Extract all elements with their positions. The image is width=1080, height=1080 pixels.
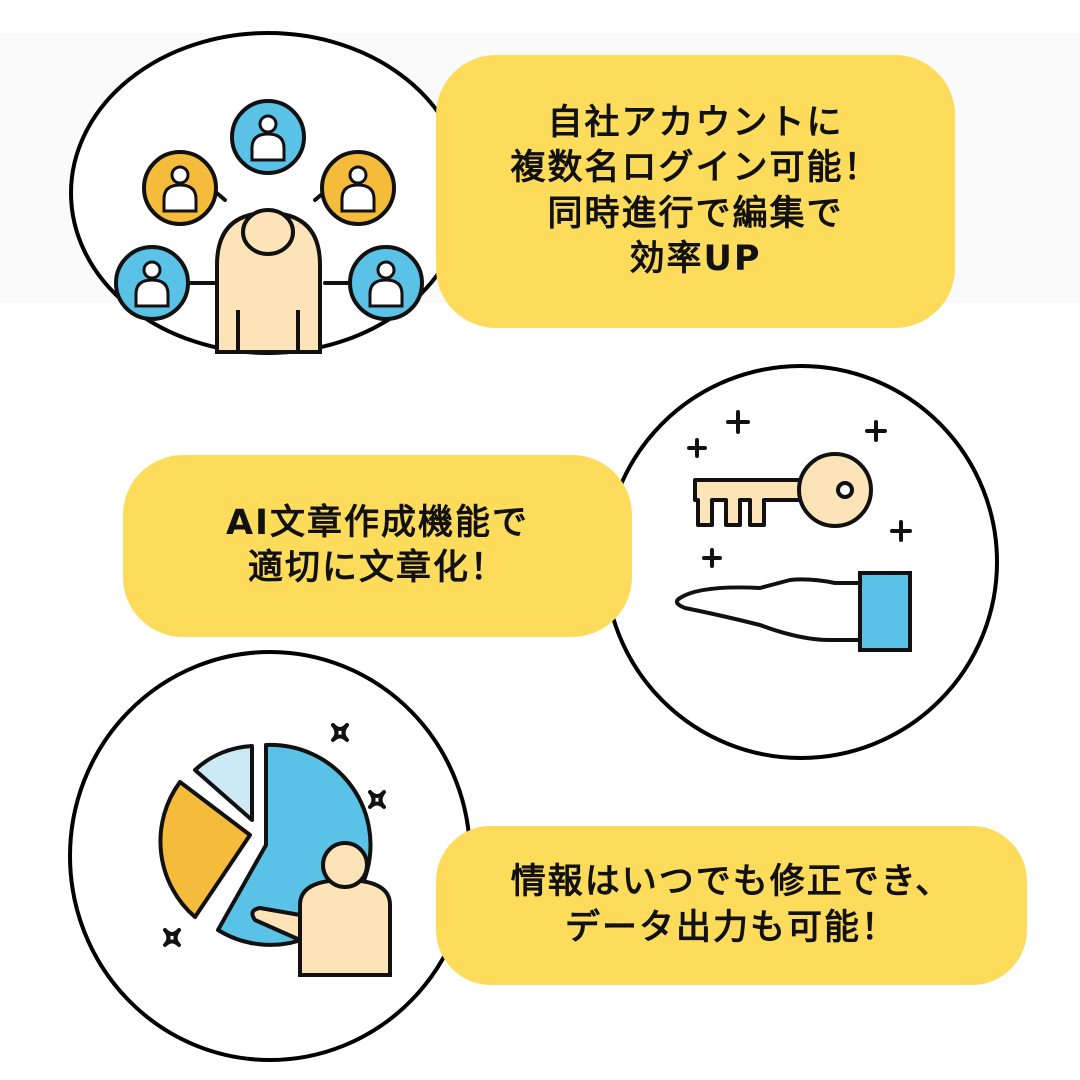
feature-text-line: AI文章作成機能で <box>225 502 530 543</box>
feature-text-line: 自社アカウントに <box>547 102 844 143</box>
feature-text-line: 効率UP <box>629 239 762 279</box>
team-network-icon <box>69 31 467 355</box>
feature-text-line: 複数名ログイン可能！ <box>510 148 881 188</box>
feature-bubble-multi-login: 自社アカウントに 複数名ログイン可能！ 同時進行で編集で 効率UP <box>436 55 955 328</box>
pie-chart-presenter-icon <box>68 650 472 1062</box>
feature-text-line: 情報はいつでも修正でき、 <box>510 862 953 902</box>
feature-text-line: 同時進行で編集で <box>547 193 844 234</box>
feature-bubble-data-export: 情報はいつでも修正でき、 データ出力も可能！ <box>436 826 1027 985</box>
feature-bubble-ai-writing: AI文章作成機能で 適切に文章化！ <box>123 455 632 637</box>
key-on-hand-icon <box>603 364 999 760</box>
feature-text-line: 適切に文章化！ <box>247 548 507 588</box>
feature-text-line: データ出力も可能！ <box>564 907 898 948</box>
